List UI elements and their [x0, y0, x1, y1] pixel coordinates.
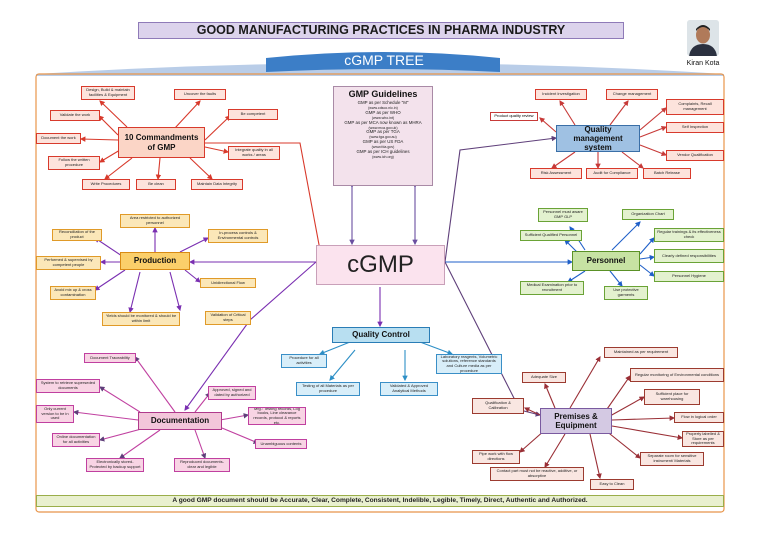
- production-item: Unidirectional Flow: [200, 278, 256, 288]
- documentation-item: Online documentation for all activities: [52, 433, 100, 447]
- qm-item: Batch Release: [643, 168, 691, 179]
- qm-item: Change management: [606, 89, 658, 100]
- guideline-name: GMP as per TGA: [366, 129, 400, 135]
- personnel-item: Clearly defined responsibilities: [654, 249, 724, 263]
- production-item: Performed & supervised by competent peop…: [36, 256, 101, 270]
- premises-item: Property labelled & Store as per require…: [682, 431, 724, 447]
- premises-item: Sufficient place for warehousing: [644, 389, 700, 405]
- commandment-item: Document the work: [36, 133, 81, 144]
- premises-item: Easy to Clean: [590, 479, 634, 490]
- guideline-url: (www.mca.gov.uk): [368, 125, 398, 130]
- commandment-item: Integrate quality in all works / areas: [228, 146, 280, 160]
- qm-item: Complaints, Recall management: [666, 99, 724, 115]
- guideline-url: (www.ich.org): [372, 154, 394, 159]
- qm-item: Audit for Compliance: [586, 168, 638, 179]
- qc-item: Validated & Approved Analytical Methods: [380, 382, 438, 396]
- commandment-item: Be competent: [228, 109, 278, 120]
- documentation-item: System to retrieve superseded documents: [36, 379, 100, 393]
- premises-item: Pipe work with flow directions: [472, 450, 520, 464]
- footer-note: A good GMP document should be Accurate, …: [36, 495, 724, 507]
- qm-item: Vendor Qualification: [666, 150, 724, 161]
- qc-item: Laboratory reagents, Volumetric solution…: [436, 354, 502, 374]
- documentation-item: Approved, signed and dated by authorized: [208, 386, 256, 400]
- qm-item: Product quality review: [490, 112, 538, 121]
- commandments-hub: 10 Commandments of GMP: [118, 127, 205, 158]
- commandment-item: Maintain Data Integrity: [191, 179, 243, 190]
- production-item: Avoid mix up & cross contamination: [50, 286, 96, 300]
- documentation-item: Document Traceability: [84, 353, 136, 363]
- guideline-name: GMP as per US FDA: [362, 139, 404, 145]
- subtitle: cGMP TREE: [344, 52, 424, 69]
- premises-equipment-hub: Premises & Equipment: [540, 408, 612, 434]
- premises-item: Adequate Size: [522, 372, 566, 383]
- documentation-item: Unambiguous contents: [255, 439, 307, 449]
- guideline-name: GMP as per MCA now known as MHRA: [344, 119, 422, 125]
- person-photo-icon: [687, 20, 719, 56]
- page-title: GOOD MANUFACTURING PRACTICES IN PHARMA I…: [138, 22, 624, 39]
- documentation-item: Only current version to be in used: [36, 405, 74, 423]
- commandment-item: Uncover the faults: [174, 89, 226, 100]
- cgmp-center-node: cGMP: [316, 245, 445, 285]
- qm-item: Self Inspection: [666, 122, 724, 133]
- documentation-item: Reproduced documents-clear and legible: [174, 458, 230, 472]
- premises-item: Flow in logical order: [674, 412, 724, 423]
- commandment-item: Validate the work: [50, 110, 100, 121]
- premises-item: Contact part must not be reactive, addit…: [490, 467, 584, 481]
- commandment-item: Design, Build & maintain facilities & Eq…: [81, 86, 135, 100]
- guideline-name: GMP as per ICH guidelines: [356, 149, 410, 155]
- guidelines-heading: GMP Guidelines: [348, 89, 418, 99]
- qm-item: Incident Investigation: [535, 89, 587, 100]
- guideline-name: GMP as per WHO: [365, 109, 401, 115]
- guideline-url: (www.tga.gov.au): [369, 135, 397, 140]
- qc-item: Procedure for all activities: [281, 354, 327, 368]
- gmp-guidelines-box: GMP Guidelines GMP as per Schedule "M"(w…: [333, 86, 433, 186]
- guideline-name: GMP as per Schedule "M": [357, 100, 409, 105]
- premises-item: Regular monitoring of Environmental cond…: [630, 368, 724, 382]
- guideline-url: (www.cdsco.nic.in): [368, 105, 398, 110]
- guideline-url: (www.fda.gov): [371, 145, 395, 150]
- production-item: In-process controls & Environmental cont…: [208, 229, 268, 243]
- personnel-item: Sufficient Qualified Personnel: [520, 230, 582, 241]
- commandment-item: Be clean: [136, 179, 176, 190]
- premises-item: Separate room for sensitive instrument/ …: [640, 452, 704, 466]
- production-item: Validation of Critical steps: [205, 311, 251, 325]
- premises-item: Qualification & Calibration: [472, 398, 524, 414]
- commandment-item: Write Procedures: [82, 179, 130, 190]
- quality-control-hub: Quality Control: [332, 327, 430, 343]
- production-item: Yields should be monitored & should be w…: [102, 312, 180, 326]
- commandment-item: Follow the written procedure: [48, 156, 100, 170]
- documentation-hub: Documentation: [138, 412, 222, 430]
- production-hub: Production: [120, 252, 190, 270]
- quality-management-hub: Quality management system: [556, 125, 640, 152]
- personnel-item: Use protective garments: [604, 286, 648, 300]
- premises-item: Maintained as per requirement: [604, 347, 678, 358]
- personnel-item: Personnel Hygiene: [654, 271, 724, 282]
- personnel-item: Personnel must aware GMP GLP: [538, 208, 588, 222]
- qc-item: Testing of all Materials as per procedur…: [296, 382, 360, 396]
- production-item: Reconciliation of the product: [52, 229, 102, 241]
- guidelines-list: GMP as per Schedule "M"(www.cdsco.nic.in…: [334, 100, 432, 160]
- author-avatar: [687, 20, 719, 56]
- personnel-item: Regular trainings & its effectiveness ch…: [654, 228, 724, 242]
- author-name: Kiran Kota: [686, 60, 720, 68]
- personnel-item: Organization Chart: [622, 209, 674, 220]
- guideline-url: (www.who.int): [371, 115, 395, 120]
- documentation-item: Mfg.: Testing records, Log books, Line c…: [248, 407, 306, 425]
- personnel-item: Medical Examination prior to recruitment: [520, 281, 584, 295]
- personnel-hub: Personnel: [572, 251, 640, 271]
- production-item: Area restricted to authorized personnel: [120, 214, 190, 228]
- documentation-item: Electronically stored-Protected by backu…: [86, 458, 144, 472]
- qm-item: Risk Assessment: [530, 168, 582, 179]
